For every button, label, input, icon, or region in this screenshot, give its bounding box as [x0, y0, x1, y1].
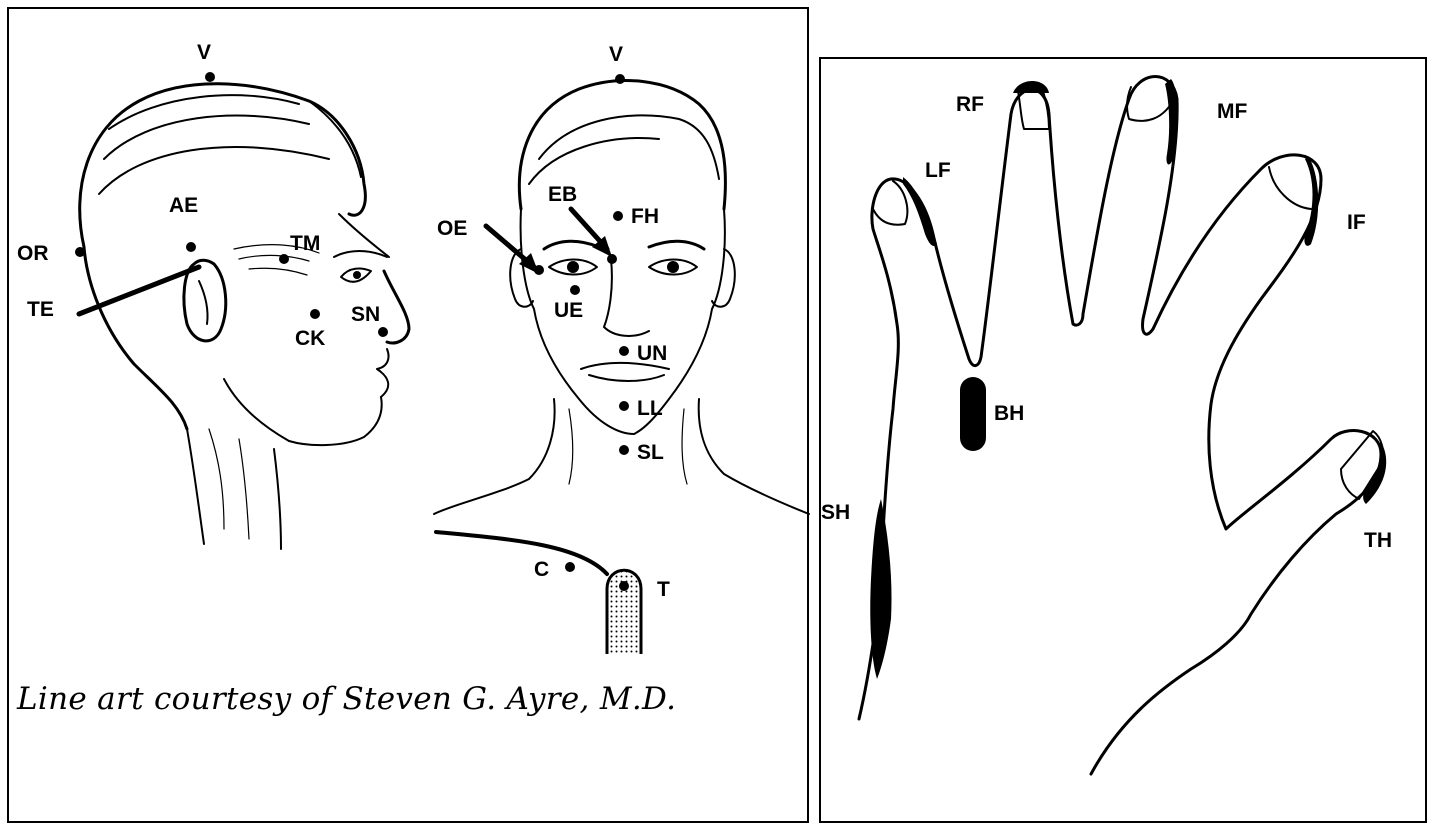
point-sn: [378, 327, 388, 337]
label-lf: LF: [925, 159, 951, 182]
point-c: [565, 562, 575, 572]
label-ll: LL: [637, 397, 663, 420]
hand-diagram-panel: RF MF LF IF BH SH TH: [819, 57, 1427, 823]
point-ck: [310, 309, 320, 319]
point-oe: [534, 265, 544, 275]
label-sn: SN: [351, 303, 380, 326]
point-eb: [607, 254, 617, 264]
point-t: [619, 581, 629, 591]
label-t: T: [657, 578, 670, 601]
label-mf: MF: [1217, 100, 1247, 123]
label-v-profile: V: [197, 41, 211, 64]
label-ck: CK: [295, 327, 325, 350]
label-tm: TM: [290, 232, 320, 255]
point-fh: [613, 211, 623, 221]
point-ue: [570, 285, 580, 295]
label-v-front: V: [609, 43, 623, 66]
finger-drawing: [436, 532, 641, 654]
label-or: OR: [17, 242, 49, 265]
point-ll: [619, 401, 629, 411]
label-un: UN: [637, 342, 667, 365]
point-or: [75, 247, 85, 257]
point-ae: [186, 242, 196, 252]
label-if: IF: [1347, 211, 1366, 234]
label-oe: OE: [437, 217, 467, 240]
hand-diagram-svg: RF MF LF IF BH SH TH: [821, 59, 1429, 825]
bh-bar: [960, 377, 986, 451]
credit-text: Line art courtesy of Steven G. Ayre, M.D…: [17, 681, 813, 717]
label-sl: SL: [637, 441, 664, 464]
label-rf: RF: [956, 93, 984, 116]
label-te: TE: [27, 298, 54, 321]
label-fh: FH: [631, 205, 659, 228]
label-sh: SH: [821, 501, 850, 524]
label-th: TH: [1364, 529, 1392, 552]
head-diagram-panel: V AE OR TM TE CK SN V EB FH OE UE UN LL …: [7, 7, 809, 823]
front-points: [534, 74, 629, 455]
label-bh: BH: [994, 402, 1024, 425]
label-ue: UE: [554, 299, 583, 322]
point-v-profile: [205, 72, 215, 82]
label-c: C: [534, 558, 549, 581]
point-tm: [279, 254, 289, 264]
label-ae: AE: [169, 194, 198, 217]
point-sl: [619, 445, 629, 455]
point-v-front: [615, 74, 625, 84]
label-eb: EB: [548, 183, 577, 206]
point-un: [619, 346, 629, 356]
